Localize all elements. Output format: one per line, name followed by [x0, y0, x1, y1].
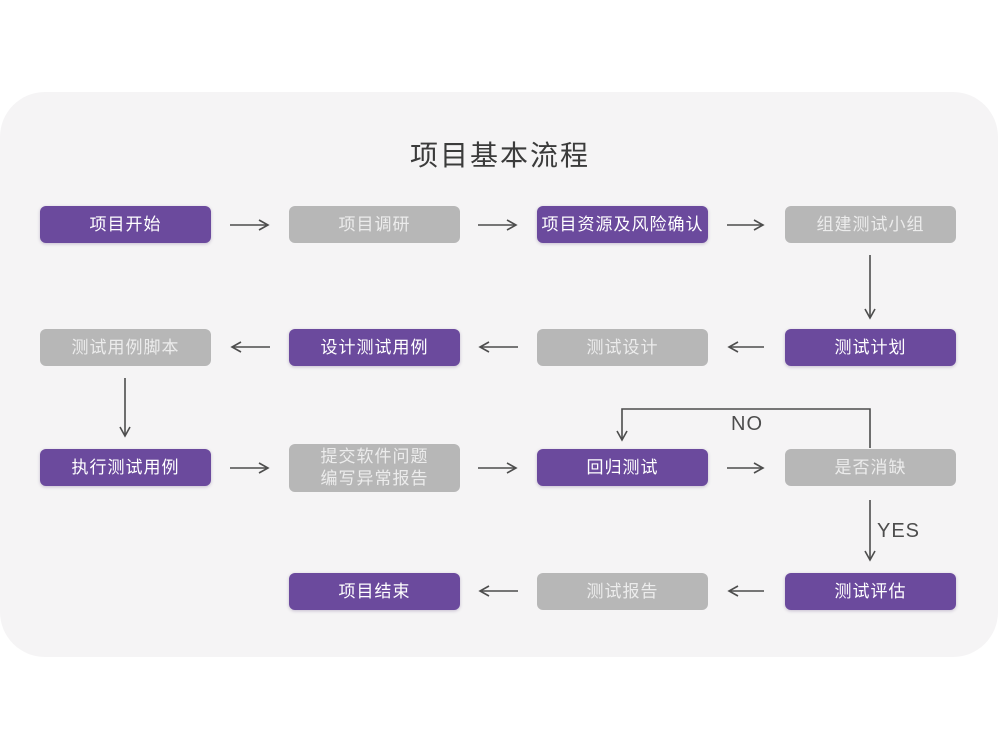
node-test-design: 测试设计: [537, 329, 708, 366]
node-project-end: 项目结束: [289, 573, 460, 610]
node-project-start: 项目开始: [40, 206, 211, 243]
node-test-plan: 测试计划: [785, 329, 956, 366]
node-build-test-team: 组建测试小组: [785, 206, 956, 243]
page-title: 项目基本流程: [409, 140, 590, 171]
node-project-research: 项目调研: [289, 206, 460, 243]
node-design-test-cases: 设计测试用例: [289, 329, 460, 366]
node-defect-cleared: 是否消缺: [785, 449, 956, 486]
node-test-report: 测试报告: [537, 573, 708, 610]
node-test-evaluation: 测试评估: [785, 573, 956, 610]
node-execute-test-cases: 执行测试用例: [40, 449, 211, 486]
node-regression-test: 回归测试: [537, 449, 708, 486]
flowchart-card: [0, 92, 998, 657]
node-test-case-script: 测试用例脚本: [40, 329, 211, 366]
node-submit-issues: 提交软件问题 编写异常报告: [289, 444, 460, 492]
no-edge-label: NO: [731, 413, 763, 435]
node-resource-risk: 项目资源及风险确认: [537, 206, 708, 243]
yes-edge-label: YES: [877, 520, 921, 542]
arrow-defect-no-to-regression: [616, 408, 871, 448]
